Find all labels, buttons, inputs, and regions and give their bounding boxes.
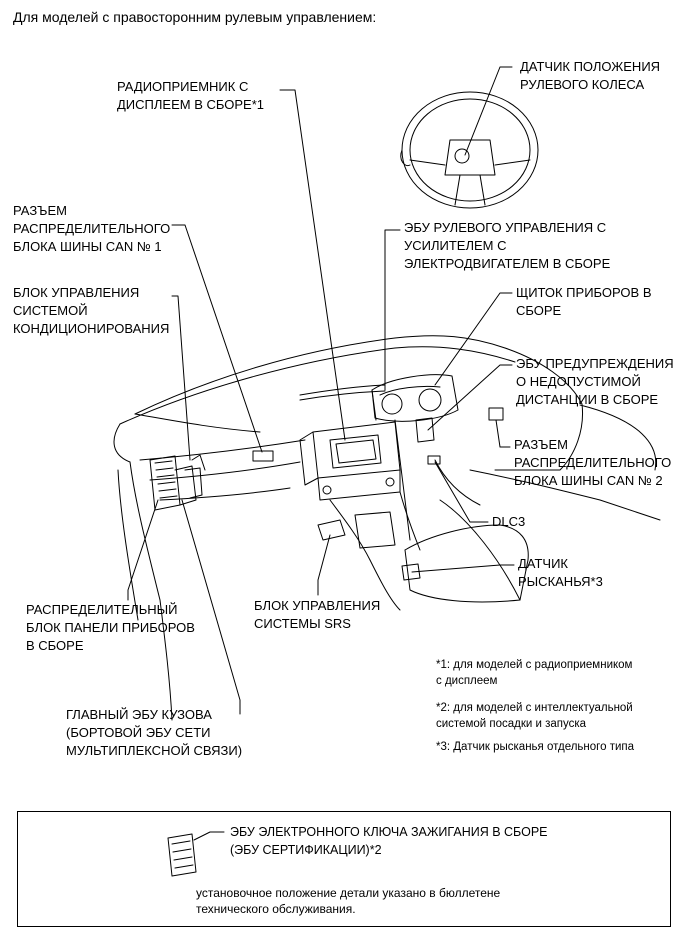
can-connector-2-part	[488, 407, 504, 421]
steering-wheel	[400, 91, 539, 209]
footnote-3: *3: Датчик рысканья отдельного типа	[436, 741, 635, 753]
footnote-1: *1: для моделей с радиоприемником с дисп…	[436, 659, 633, 687]
key-ecu-icon	[167, 833, 197, 877]
footnote-2: *2: для моделей с интеллектуальной систе…	[436, 702, 633, 730]
yaw-sensor-part	[401, 563, 421, 581]
label-dlc3: DLC3	[492, 514, 526, 529]
dashboard-outline	[113, 335, 661, 721]
page-heading: Для моделей с правосторонним рулевым упр…	[13, 9, 377, 25]
label-steering-sensor: ДАТЧИК ПОЛОЖЕНИЯ РУЛЕВОГО КОЛЕСА	[520, 59, 661, 92]
label-combination-meter: ЩИТОК ПРИБОРОВ В СБОРЕ	[516, 285, 652, 318]
instrument-panel-junction-block	[149, 454, 206, 511]
steering-sensor-part	[454, 148, 470, 164]
srs-control-part	[317, 519, 346, 541]
box-note: установочное положение детали указано в …	[196, 886, 501, 916]
label-yaw-sensor: ДАТЧИК РЫСКАНЬЯ*3	[518, 556, 603, 589]
combination-meter	[371, 374, 459, 422]
label-can-connector-2: РАЗЪЕМ РАСПРЕДЕЛИТЕЛЬНОГО БЛОКА ШИНЫ CAN…	[514, 437, 672, 488]
label-key-ecu: ЭБУ ЭЛЕКТРОННОГО КЛЮЧА ЗАЖИГАНИЯ В СБОРЕ…	[230, 825, 548, 857]
label-radio: РАДИОПРИЕМНИК С ДИСПЛЕЕМ В СБОРЕ*1	[117, 79, 264, 112]
label-main-body-ecu: ГЛАВНЫЙ ЭБУ КУЗОВА (БОРТОВОЙ ЭБУ СЕТИ МУ…	[66, 707, 243, 758]
label-distance-warning: ЭБУ ПРЕДУПРЕЖДЕНИЯ О НЕДОПУСТИМОЙ ДИСТАН…	[516, 356, 674, 407]
label-eps-ecu: ЭБУ РУЛЕВОГО УПРАВЛЕНИЯ С УСИЛИТЕЛЕМ С Э…	[404, 220, 611, 271]
label-can-connector-1: РАЗЪЕМ РАСПРЕДЕЛИТЕЛЬНОГО БЛОКА ШИНЫ CAN…	[13, 203, 171, 254]
can-connector-1-part	[252, 450, 274, 462]
leader-lines	[127, 66, 515, 841]
label-ac-control: БЛОК УПРАВЛЕНИЯ СИСТЕМОЙ КОНДИЦИОНИРОВАН…	[13, 285, 170, 336]
key-ecu-box	[17, 811, 671, 927]
label-instrument-panel-jb: РАСПРЕДЕЛИТЕЛЬНЫЙ БЛОК ПАНЕЛИ ПРИБОРОВ В…	[26, 602, 195, 653]
dlc3-part	[427, 455, 441, 465]
label-srs-control: БЛОК УПРАВЛЕНИЯ СИСТЕМЫ SRS	[254, 598, 381, 631]
center-console	[299, 421, 529, 611]
distance-warning-part	[415, 417, 435, 443]
